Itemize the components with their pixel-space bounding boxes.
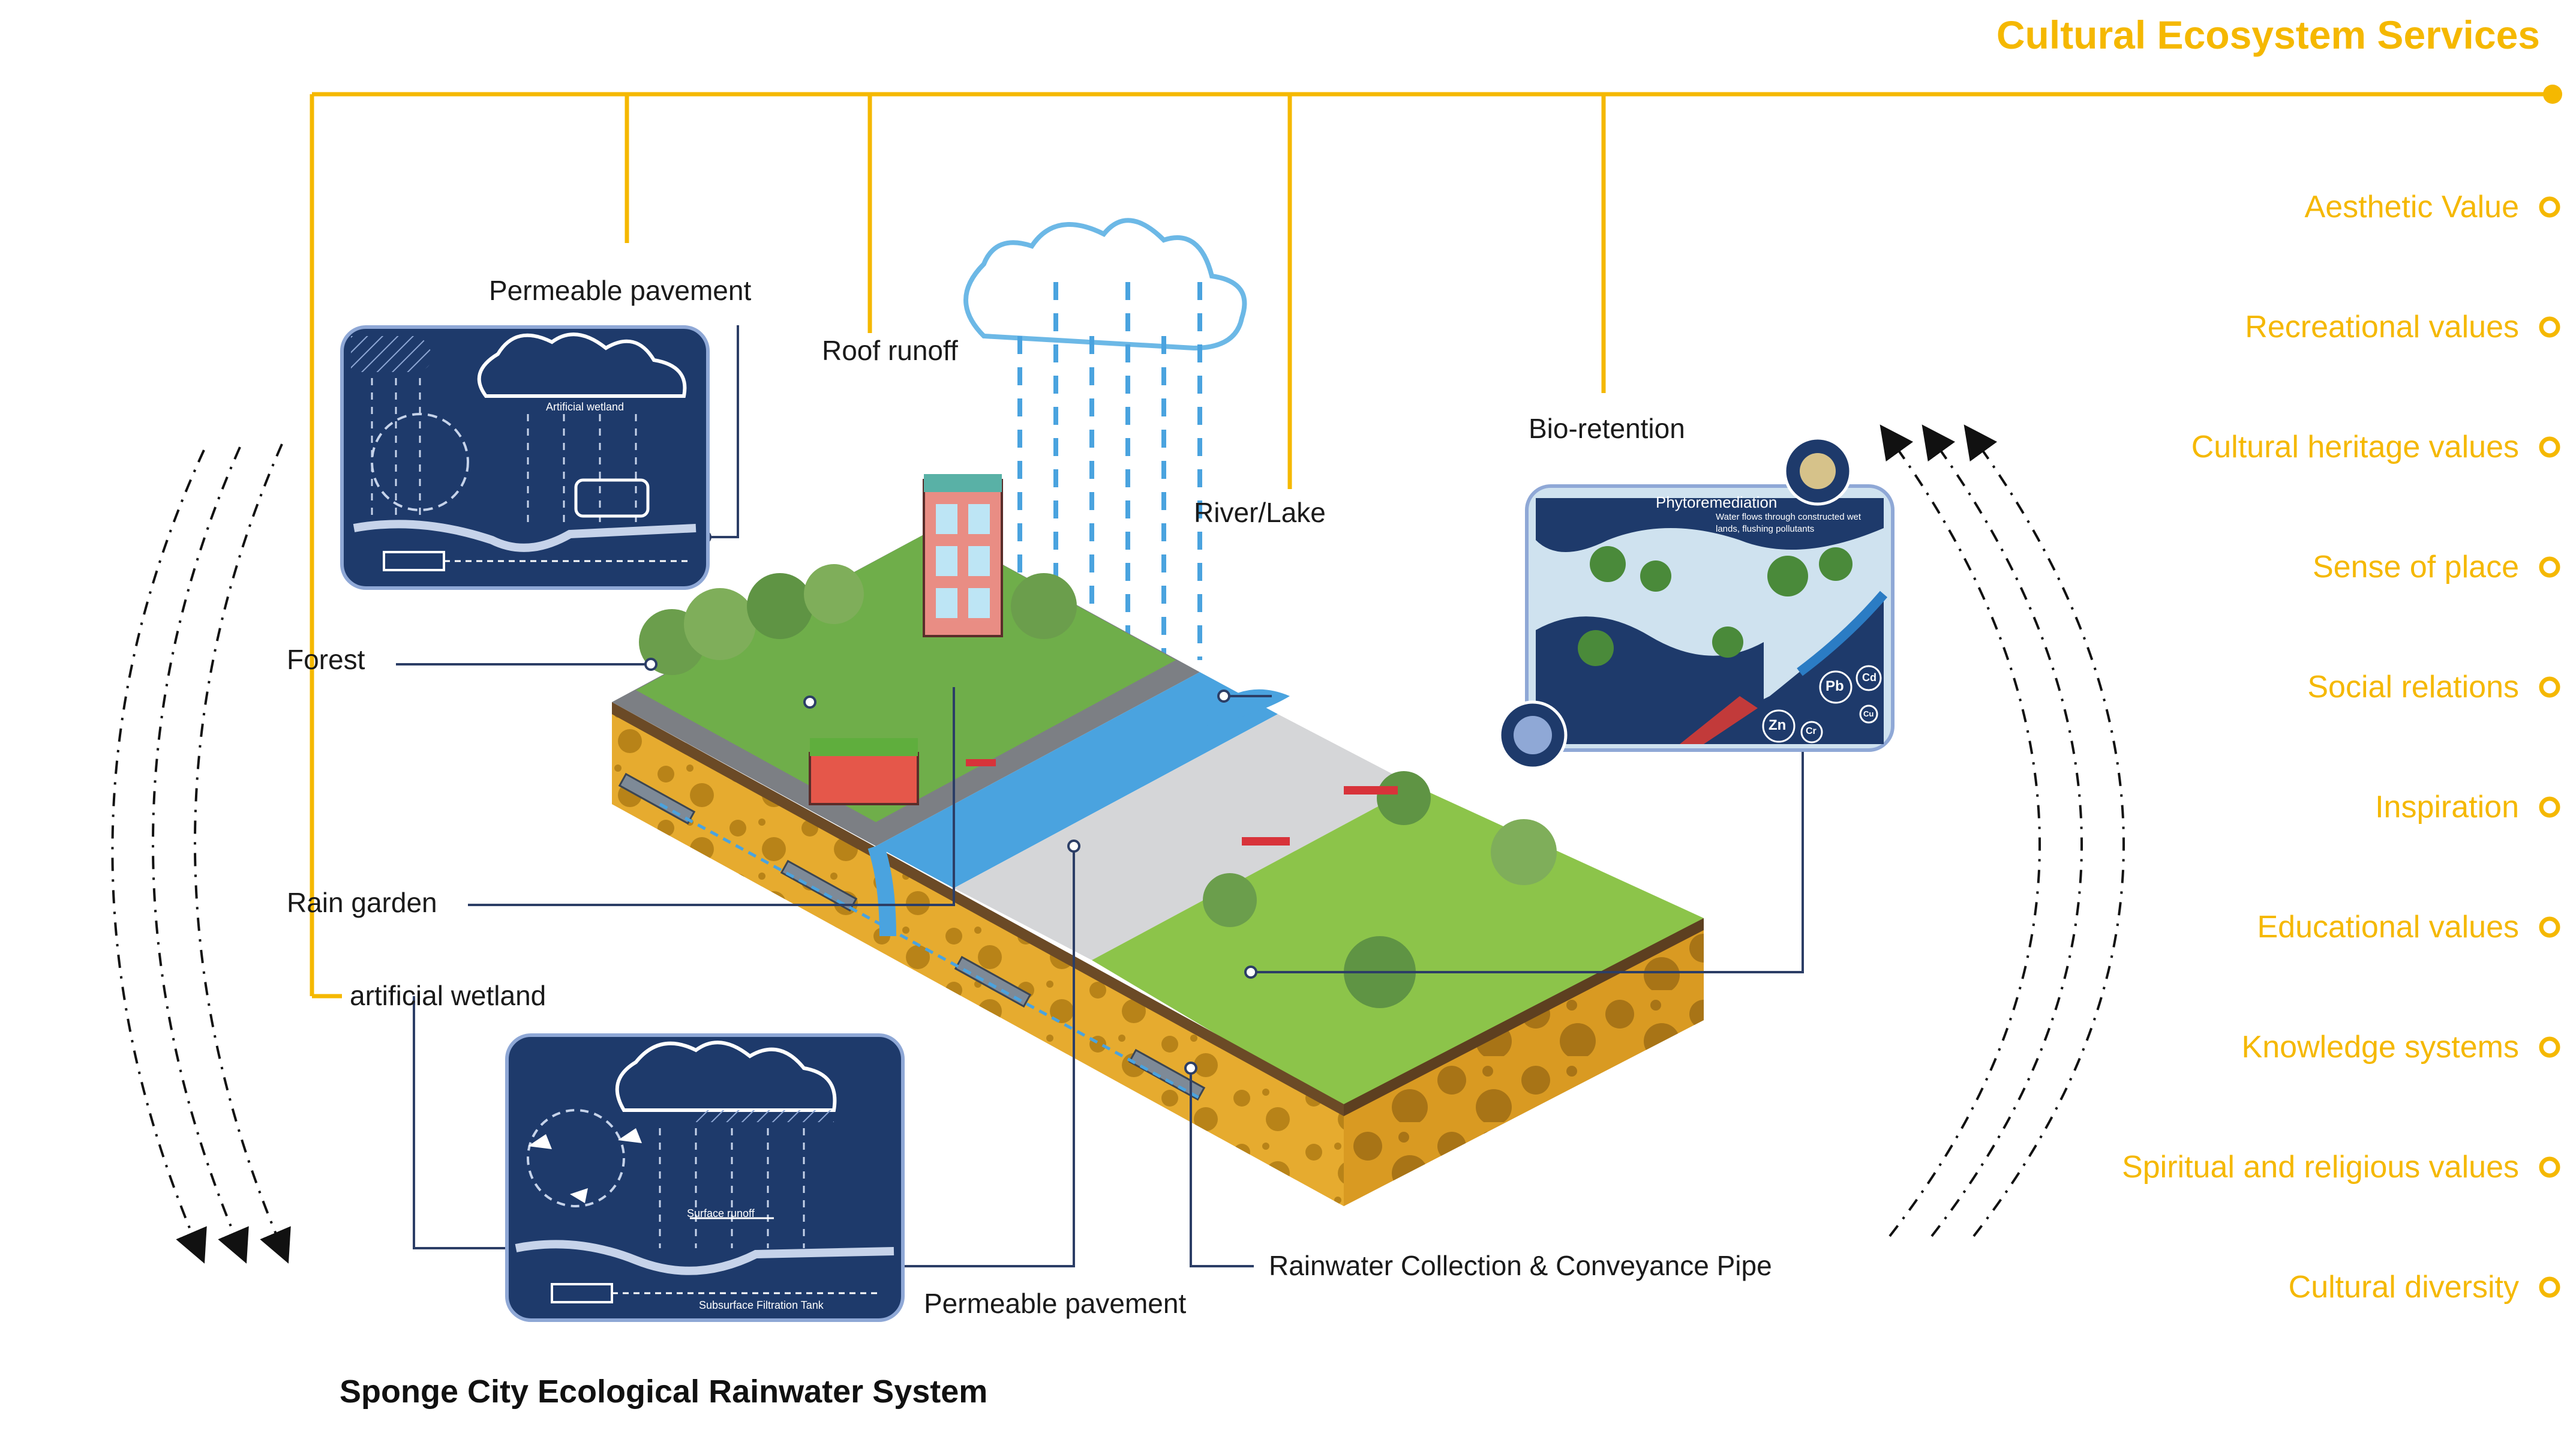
leader-pipe: [1190, 1068, 1254, 1267]
buildings: [809, 474, 1003, 805]
connector-end-dot: [2543, 85, 2562, 104]
service-item-inspiration: Inspiration: [2375, 790, 2519, 825]
service-item-spiritual: Spiritual and religious values: [2122, 1150, 2519, 1185]
metal-cd-label: Cd: [1862, 671, 1877, 683]
inset-bottom-runoff-caption: Surface runoff: [687, 1207, 755, 1219]
inset-right-title: Phytoremediation: [1656, 493, 1778, 511]
inset-panel-bottom-left: [505, 1033, 905, 1322]
leader-rain-garden: [468, 687, 955, 906]
metal-cr-label: Cr: [1806, 726, 1817, 736]
label-permeable-pavement-top: Permeable pavement: [489, 275, 752, 306]
metal-cu-bubble: [1859, 704, 1878, 724]
service-item-cultural-heritage: Cultural heritage values: [2191, 430, 2519, 464]
inset-top-caption: Artificial wetland: [546, 401, 625, 413]
river-waterfall: [867, 843, 896, 937]
label-bio-retention: Bio-retention: [1529, 413, 1685, 444]
leader-bio-retention: [1251, 693, 1804, 973]
benches: [966, 759, 1398, 846]
metal-cu-label: Cu: [1863, 709, 1874, 718]
label-forest: Forest: [287, 644, 365, 675]
inset-right-subtitle-2: lands, flushing pollutants: [1716, 524, 1815, 534]
cycle-arcs-right: [1880, 424, 2125, 1237]
trees: [639, 564, 1557, 1008]
service-item-recreational: Recreational values: [2245, 310, 2519, 344]
leader-lines: [396, 325, 1804, 1267]
inset-bottom-tank-caption: Subsurface Filtration Tank: [699, 1299, 824, 1311]
service-item-knowledge-systems: Knowledge systems: [2241, 1030, 2519, 1065]
label-river-lake: River/Lake: [1194, 497, 1326, 528]
label-rainwater-pipe: Rainwater Collection & Conveyance Pipe: [1269, 1250, 1772, 1281]
inset-right-subtitle-1: Water flows through constructed wet: [1716, 512, 1862, 522]
metal-pb-label: Pb: [1826, 678, 1844, 694]
service-bullets: [2539, 196, 2560, 1298]
service-item-educational: Educational values: [2257, 910, 2519, 945]
leader-permeable-bottom: [900, 846, 1075, 1267]
metal-zn-label: Zn: [1769, 717, 1787, 733]
label-rain-garden: Rain garden: [287, 887, 437, 918]
label-permeable-pavement-bottom: Permeable pavement: [924, 1288, 1187, 1319]
metal-pb-bubble: [1819, 670, 1853, 704]
metal-zn-bubble: [1762, 709, 1796, 743]
inset-panel-top-left: [340, 325, 710, 590]
cycle-arcs-left: [111, 443, 291, 1264]
inset-panel-right: [1498, 436, 1895, 770]
label-roof-runoff: Roof runoff: [822, 335, 958, 366]
metal-cd-bubble: [1856, 665, 1882, 691]
leader-permeable-top: [705, 325, 739, 538]
service-item-social-relations: Social relations: [2307, 670, 2519, 704]
metal-cr-bubble: [1800, 721, 1823, 744]
label-artificial-wetland: artificial wetland: [350, 980, 547, 1011]
service-item-sense-of-place: Sense of place: [2312, 550, 2519, 584]
service-item-aesthetic: Aesthetic Value: [2304, 190, 2519, 224]
services-title: Cultural Ecosystem Services: [1996, 13, 2540, 57]
footer-title: Sponge City Ecological Rainwater System: [340, 1374, 988, 1410]
leader-wetland: [413, 996, 528, 1249]
service-item-cultural-diversity: Cultural diversity: [2288, 1270, 2519, 1305]
connector-network: [310, 92, 2553, 999]
